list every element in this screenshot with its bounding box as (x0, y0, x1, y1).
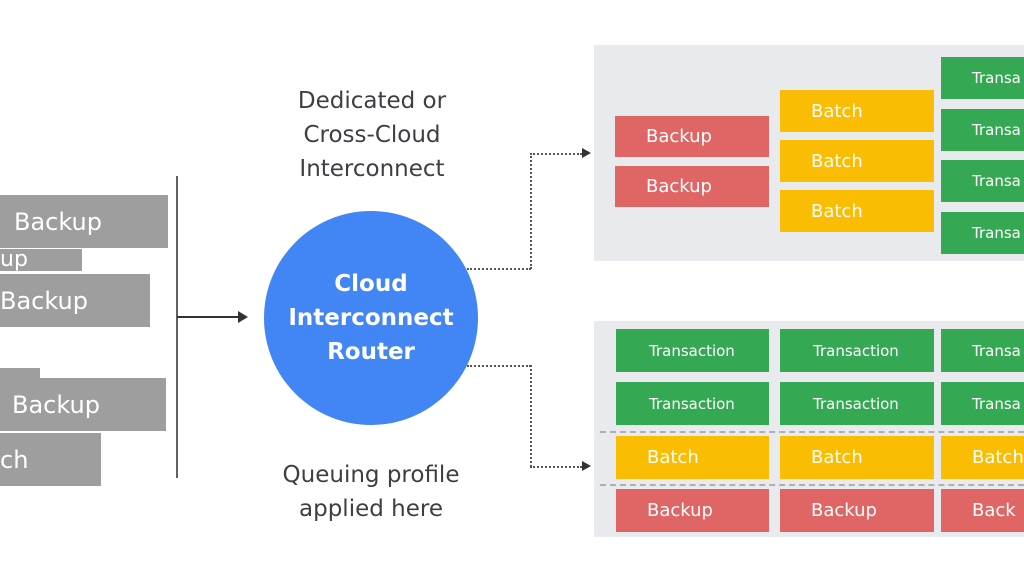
router-label-line: Interconnect (288, 305, 454, 331)
block-label: Transaction (813, 394, 899, 413)
block-label: Back (972, 500, 1016, 521)
block-label: Transa (972, 224, 1021, 242)
block-label: Batch (811, 200, 863, 222)
block-label: Batch (972, 447, 1024, 468)
queue-block-transaction: Transa (941, 160, 1024, 202)
label-line: applied here (299, 496, 443, 522)
block-label: Batch (811, 447, 863, 468)
incoming-block-partial (0, 368, 40, 378)
block-label: Backup (646, 126, 712, 147)
queue-block-backup: Backup (780, 489, 934, 532)
block-label: Transa (972, 172, 1021, 190)
queue-block-batch: Batch (780, 140, 934, 182)
incoming-block-backup: Backup (0, 195, 168, 248)
block-label: Transaction (649, 341, 735, 360)
arrow-head-icon (582, 461, 591, 471)
block-label: Backup (811, 500, 877, 521)
connector-top-h1 (467, 268, 531, 270)
block-label: Transaction (649, 394, 735, 413)
connector-bottom-v (530, 365, 532, 467)
block-label: Transa (972, 341, 1021, 360)
label-line: Dedicated or (297, 88, 447, 114)
connector-bottom-h1 (467, 365, 531, 367)
cloud-interconnect-router: Cloud Interconnect Router (264, 211, 478, 425)
queue-block-transaction: Transaction (616, 382, 769, 425)
queue-block-batch: Batch (780, 90, 934, 132)
arrow-line (177, 316, 239, 318)
label-line: Queuing profile (282, 462, 460, 488)
collector-line (176, 176, 178, 478)
block-label: Backup (646, 176, 712, 197)
block-label: Batch (811, 150, 863, 172)
incoming-block-partial: ch (0, 433, 101, 486)
block-label: ch (0, 445, 29, 474)
router-label-line: Cloud (334, 271, 408, 297)
block-label: Transa (972, 121, 1021, 139)
queue-block-transaction: Transa (941, 57, 1024, 99)
queue-block-transaction: Transaction (616, 329, 769, 372)
block-label: up (0, 249, 28, 271)
connector-top-h2 (530, 153, 582, 155)
incoming-block-backup: Backup (0, 378, 166, 431)
block-label: Transa (972, 69, 1021, 87)
label-line: Cross-Cloud (303, 122, 441, 148)
queue-block-batch: Batch (780, 190, 934, 232)
block-label: Transaction (813, 341, 899, 360)
queue-separator (600, 431, 1024, 433)
block-label: Transa (972, 394, 1021, 413)
queue-block-transaction: Transa (941, 382, 1024, 425)
queue-block-batch: Batch (780, 436, 934, 479)
queue-block-transaction: Transaction (780, 329, 934, 372)
queue-block-backup: Backup (615, 166, 769, 207)
block-label: Batch (811, 100, 863, 122)
arrow-head-icon (582, 148, 591, 158)
queue-separator (600, 484, 1024, 486)
connector-bottom-h2 (530, 466, 582, 468)
queue-block-transaction: Transa (941, 109, 1024, 151)
queue-block-backup: Backup (615, 116, 769, 157)
incoming-block-backup: Backup (0, 274, 150, 327)
block-label: Backup (12, 390, 100, 419)
queue-block-backup: Back (941, 489, 1024, 532)
queue-block-transaction: Transa (941, 329, 1024, 372)
block-label: Backup (0, 286, 88, 315)
queue-block-transaction: Transaction (780, 382, 934, 425)
label-line: Interconnect (299, 156, 445, 182)
incoming-block-partial: up (0, 249, 82, 271)
queue-block-backup: Backup (616, 489, 769, 532)
arrow-head-icon (238, 311, 248, 323)
block-label: Backup (14, 207, 102, 236)
queue-block-batch: Batch (616, 436, 769, 479)
block-label: Backup (647, 500, 713, 521)
connector-top-v (530, 153, 532, 269)
queue-block-transaction: Transa (941, 212, 1024, 254)
queuing-profile-label: Queuing profile applied here (255, 458, 487, 526)
interconnect-label: Dedicated or Cross-Cloud Interconnect (262, 84, 482, 186)
queue-block-batch: Batch (941, 436, 1024, 479)
router-label-line: Router (327, 339, 415, 365)
block-label: Batch (647, 447, 699, 468)
